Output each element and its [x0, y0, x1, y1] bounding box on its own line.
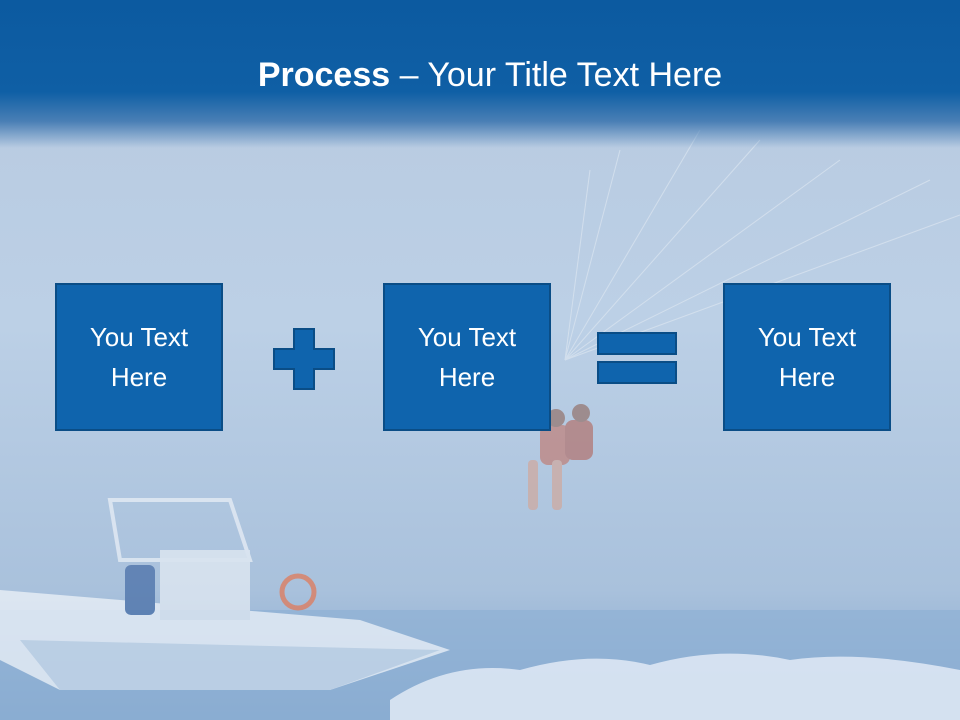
process-box-2-label: You Text Here — [417, 322, 517, 392]
plus-icon — [273, 328, 335, 390]
header-bar — [0, 0, 960, 148]
process-box-1-label: You Text Here — [89, 322, 189, 392]
process-box-3[interactable]: You Text Here — [723, 283, 891, 431]
title-text: Your Title Text Here — [427, 56, 723, 94]
process-box-1[interactable]: You Text Here — [55, 283, 223, 431]
title-bold: Process — [257, 56, 391, 94]
process-box-2[interactable]: You Text Here — [383, 283, 551, 431]
slide-title: Process – Your Title Text Here — [0, 52, 960, 98]
title-separator: – — [390, 56, 428, 94]
equals-icon — [597, 332, 677, 384]
process-box-3-label: You Text Here — [757, 322, 857, 392]
